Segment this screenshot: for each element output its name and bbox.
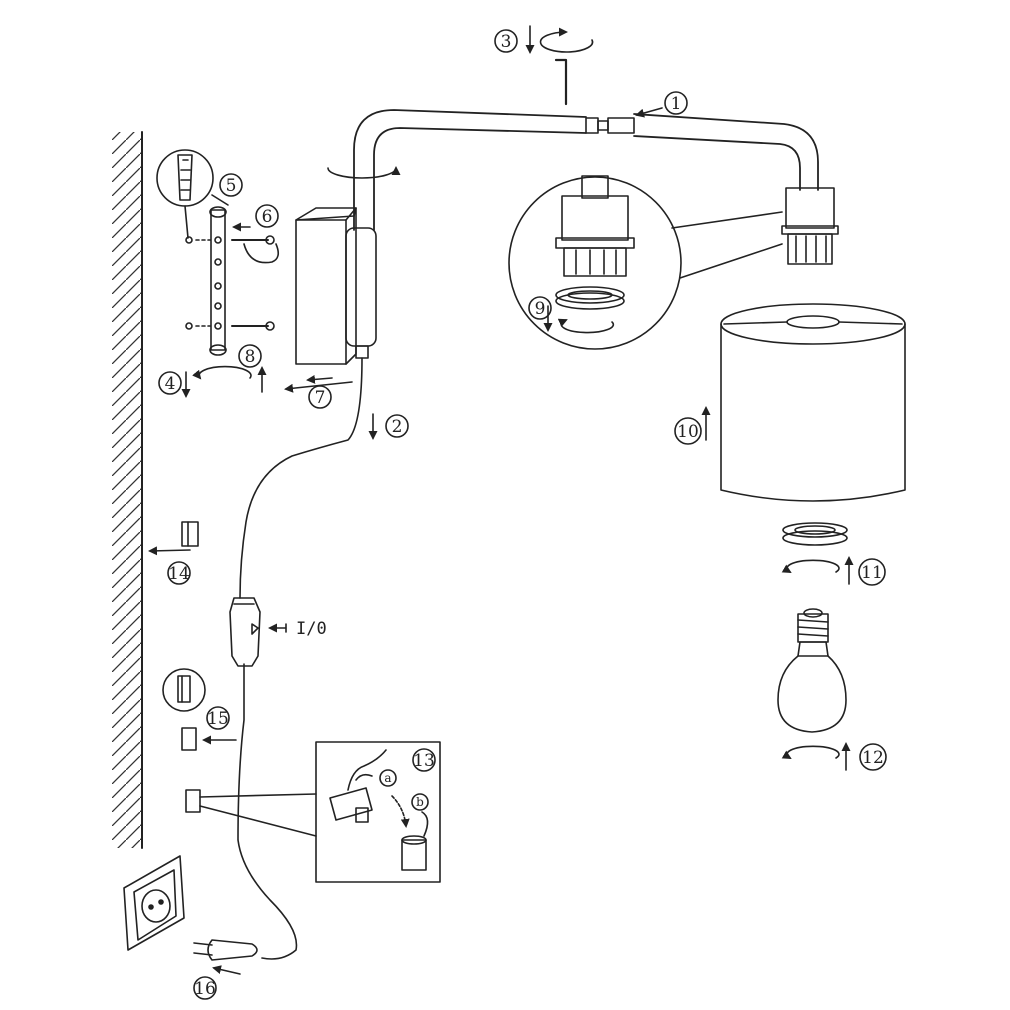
step-14-label: 14 (168, 564, 190, 584)
plug (207, 939, 258, 961)
step-2-group: 2 (368, 413, 409, 440)
detail-a-label: a (384, 771, 391, 785)
step-3-group: 3 (494, 25, 594, 106)
step-8-label: 8 (245, 347, 256, 367)
step-12-label: 12 (862, 748, 884, 768)
cable-clip-14: 14 (148, 521, 199, 585)
cable-clip-15: 15 (162, 668, 237, 751)
shade-ring: 11 (781, 522, 886, 586)
step-11-label: 11 (861, 563, 883, 583)
lamp-shade: 10 (674, 303, 906, 502)
step-2-label: 2 (392, 417, 403, 437)
step-7-group: 7 (284, 374, 353, 409)
step-5-label: 5 (226, 176, 237, 196)
switch-label: I/0 (296, 619, 327, 639)
mounting-bracket: 5 6 8 4 (156, 149, 280, 398)
step-1-label: 1 (671, 94, 682, 114)
step-7-label: 7 (315, 388, 326, 408)
step-4-label: 4 (165, 374, 176, 394)
wall-plate (295, 207, 377, 365)
step-15-label: 15 (207, 709, 229, 729)
holder-detail-zoom: 9 (508, 175, 783, 350)
step-6-label: 6 (262, 207, 273, 227)
wall (112, 131, 143, 849)
step-3-label: 3 (501, 32, 512, 52)
step-10-label: 10 (677, 422, 699, 442)
step-13-label: 13 (413, 751, 435, 771)
wall-socket (123, 855, 185, 951)
lamp-arm: 1 (327, 91, 819, 231)
step-9-label: 9 (535, 299, 546, 319)
light-bulb: 12 (777, 608, 887, 771)
detail-b-label: b (416, 795, 424, 809)
switch-body (229, 597, 261, 667)
adhesive-pad-detail: 13 a b (185, 741, 441, 883)
step-16-label: 16 (194, 979, 216, 999)
lamp-holder (781, 187, 839, 265)
power-cord: I/0 16 (193, 357, 363, 1000)
